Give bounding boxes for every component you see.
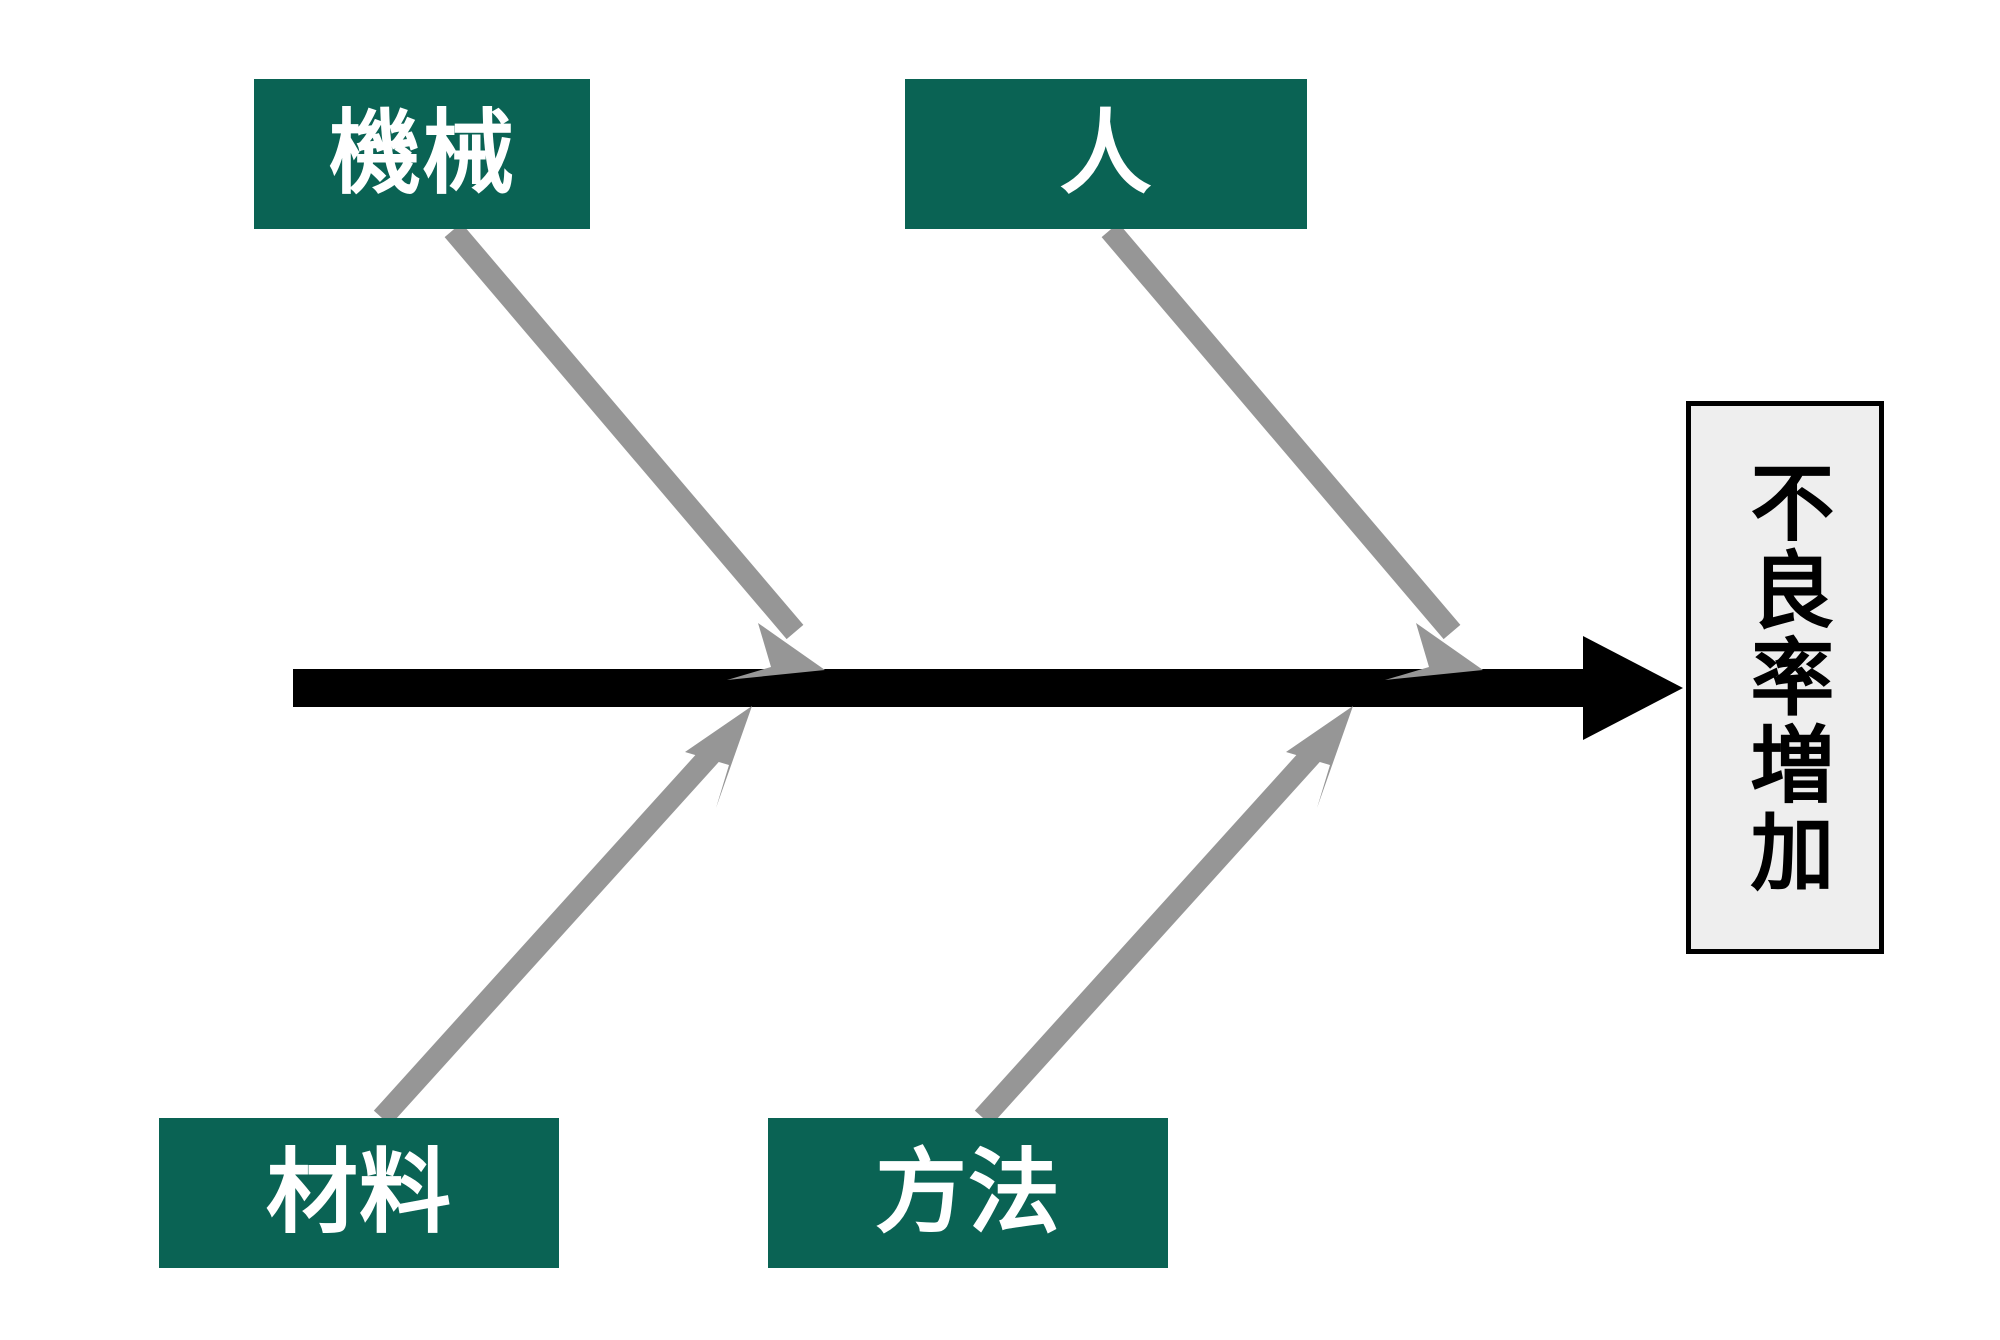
cause-label-method: 方法 [875, 1139, 1061, 1246]
cause-label-machine: 機械 [329, 100, 515, 207]
effect-box[interactable]: 不良率増加 [1686, 401, 1884, 954]
cause-label-person: 人 [1059, 100, 1153, 207]
branch-arrow-person [1101, 222, 1483, 680]
cause-box-material[interactable]: 材料 [159, 1118, 559, 1268]
cause-label-material: 材料 [266, 1139, 452, 1246]
cause-box-machine[interactable]: 機械 [254, 79, 590, 229]
branch-arrow-method [974, 706, 1353, 1126]
branch-arrow-machine [444, 222, 825, 680]
spine-arrow [293, 636, 1683, 740]
effect-label: 不良率増加 [1736, 459, 1835, 896]
branch-arrow-material [373, 706, 752, 1126]
cause-box-person[interactable]: 人 [905, 79, 1307, 229]
cause-box-method[interactable]: 方法 [768, 1118, 1168, 1268]
